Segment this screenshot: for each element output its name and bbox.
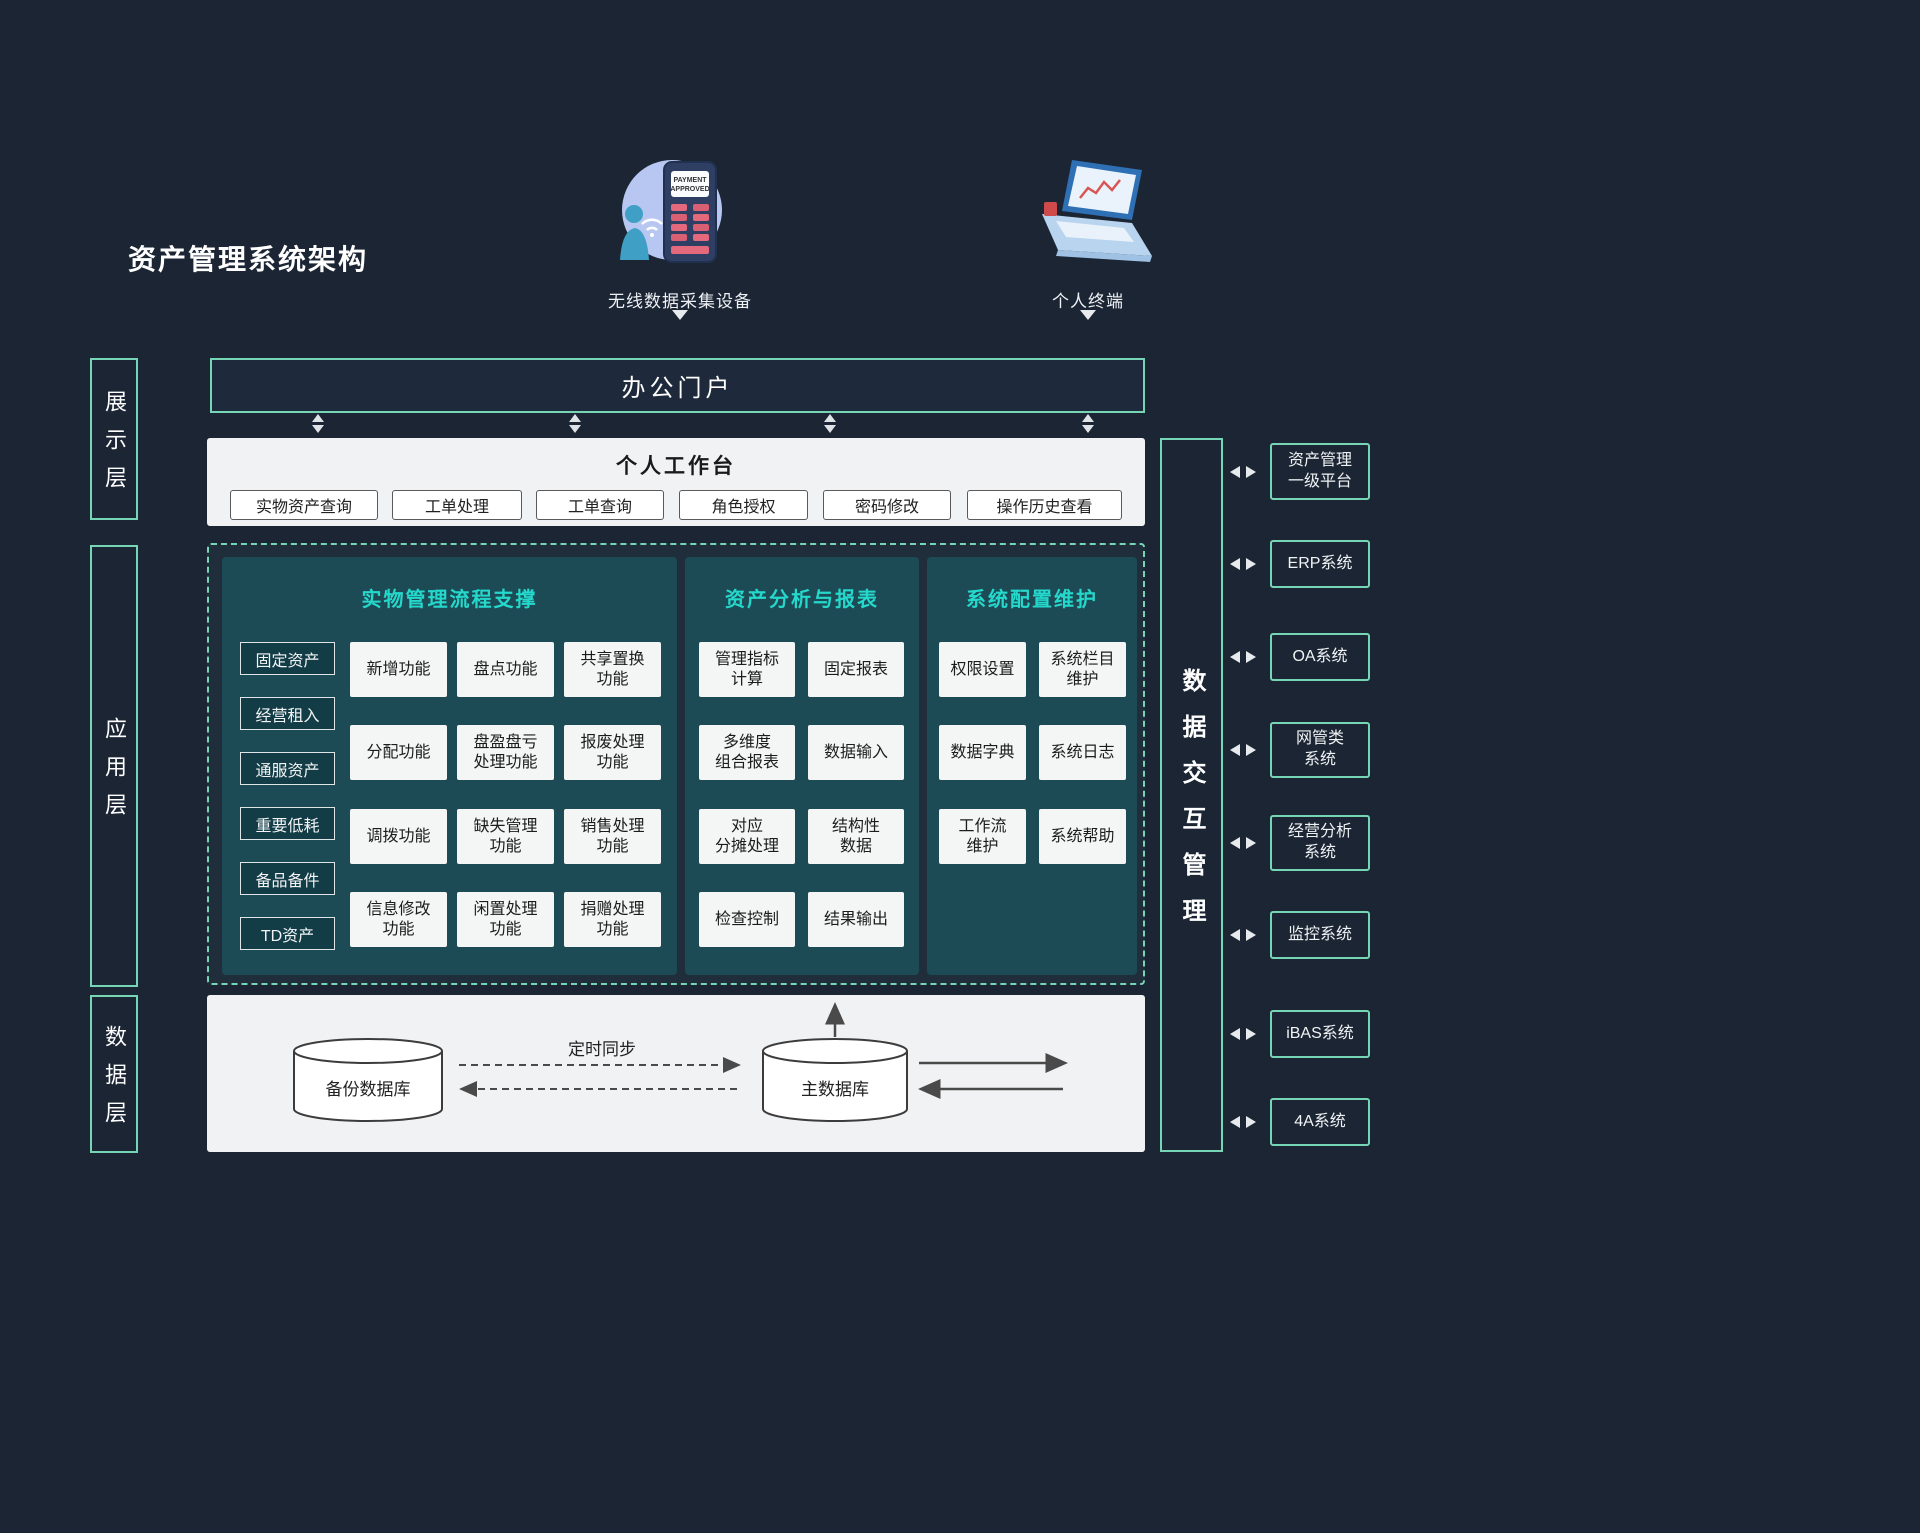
- function-box: 工作流 维护: [939, 809, 1026, 864]
- external-system-box: ERP系统: [1270, 540, 1370, 588]
- function-box: 盘盈盘亏 处理功能: [457, 725, 554, 780]
- workbench-item-asset-query: 实物资产查询: [230, 490, 378, 520]
- data-flow-diagram: [293, 1002, 1068, 1122]
- function-box: 分配功能: [350, 725, 447, 780]
- exchange-arrow-icon: [1230, 1028, 1256, 1040]
- exchange-arrow-icon: [1230, 466, 1256, 478]
- external-system-box: 资产管理 一级平台: [1270, 443, 1370, 500]
- function-box: 结果输出: [808, 892, 904, 947]
- chart-line: [1079, 179, 1121, 199]
- function-box: 盘点功能: [457, 642, 554, 697]
- function-box: 系统栏目 维护: [1039, 642, 1126, 697]
- panel-title: 资产分析与报表: [725, 589, 879, 611]
- down-arrow-icon: [672, 310, 688, 320]
- workbench-panel: 个人工作台 实物资产查询 工单处理 工单查询 角色授权 密码修改 操作历史查看: [207, 438, 1145, 526]
- office-portal-box: 办公门户: [210, 358, 1145, 413]
- function-box: 多维度 组合报表: [699, 725, 795, 780]
- main-db-label: 主数据库: [801, 1080, 869, 1099]
- external-system-box: 网管类 系统: [1270, 722, 1370, 778]
- layer-label-display: 展示层: [90, 358, 138, 520]
- function-box: 调拨功能: [350, 809, 447, 864]
- external-system-box: 监控系统: [1270, 911, 1370, 959]
- panel-process-support: 实物管理流程支撑 固定资产 经营租入 通服资产 重要低耗 备品备件 TD资产 新…: [222, 557, 677, 975]
- exchange-arrow-icon: [1230, 744, 1256, 756]
- function-box: 闲置处理 功能: [457, 892, 554, 947]
- pos-screen-text-2: APPROVED: [670, 186, 709, 193]
- page-title: 资产管理系统架构: [128, 244, 369, 275]
- panel-system-config: 系统配置维护 权限设置 系统栏目 维护 数据字典 系统日志 工作流 维护 系统帮…: [927, 557, 1137, 975]
- layer-label-data: 数据层: [90, 995, 138, 1153]
- workbench-item-history: 操作历史查看: [967, 490, 1122, 520]
- backup-db-cylinder: [293, 1051, 443, 1122]
- workbench-title: 个人工作台: [616, 455, 736, 478]
- function-box: 管理指标 计算: [699, 642, 795, 697]
- workbench-item-order-handle: 工单处理: [392, 490, 522, 520]
- payment-terminal-icon: PAYMENT APPROVED: [620, 160, 722, 263]
- data-exchange-panel: 数据交互管理: [1160, 438, 1223, 1152]
- category-chip: 重要低耗: [240, 807, 335, 840]
- function-box: 缺失管理 功能: [457, 809, 554, 864]
- function-box: 数据字典: [939, 725, 1026, 780]
- function-box: 权限设置: [939, 642, 1026, 697]
- data-exchange-label: 数据交互管理: [1178, 668, 1205, 944]
- data-layer-panel: 定时同步 备份数据库 主数据库: [207, 995, 1145, 1152]
- layer-label-application: 应用层: [90, 545, 138, 987]
- bidirectional-arrow-icon: [312, 414, 324, 433]
- backup-db-label: 备份数据库: [325, 1080, 411, 1099]
- pos-screen-text-1: PAYMENT: [673, 177, 707, 184]
- laptop-icon: [1042, 160, 1152, 262]
- function-box: 报废处理 功能: [564, 725, 661, 780]
- function-box: 信息修改 功能: [350, 892, 447, 947]
- pos-screen: [671, 171, 709, 197]
- function-box: 检查控制: [699, 892, 795, 947]
- workbench-item-password: 密码修改: [823, 490, 951, 520]
- office-portal-label: 办公门户: [621, 375, 734, 402]
- down-arrow-icon: [1080, 310, 1096, 320]
- external-system-box: 经营分析 系统: [1270, 815, 1370, 871]
- external-system-box: 4A系统: [1270, 1098, 1370, 1146]
- panel-title: 实物管理流程支撑: [361, 589, 538, 611]
- panel-title: 系统配置维护: [966, 589, 1098, 611]
- wireless-device-label: 无线数据采集设备: [608, 292, 752, 311]
- layer-label-text: 应用层: [102, 717, 127, 831]
- workbench-item-role-auth: 角色授权: [679, 490, 808, 520]
- bidirectional-arrow-icon: [569, 414, 581, 433]
- category-chip: 固定资产: [240, 642, 335, 675]
- function-box: 捐赠处理 功能: [564, 892, 661, 947]
- main-db-cylinder: [762, 1051, 908, 1122]
- bidirectional-arrow-icon: [824, 414, 836, 433]
- function-box: 结构性 数据: [808, 809, 904, 864]
- layer-label-text: 数据层: [102, 1025, 127, 1139]
- layer-label-text: 展示层: [102, 390, 127, 504]
- person-figure: [625, 205, 643, 223]
- exchange-arrow-icon: [1230, 558, 1256, 570]
- wifi-icon: [641, 218, 663, 225]
- function-box: 销售处理 功能: [564, 809, 661, 864]
- category-chip: 通服资产: [240, 752, 335, 785]
- function-box: 共享置换 功能: [564, 642, 661, 697]
- application-layer-container: 实物管理流程支撑 固定资产 经营租入 通服资产 重要低耗 备品备件 TD资产 新…: [207, 543, 1145, 985]
- category-chip: 经营租入: [240, 697, 335, 730]
- exchange-arrow-icon: [1230, 1116, 1256, 1128]
- personal-terminal-label: 个人终端: [1052, 292, 1124, 311]
- mug-icon: [1044, 202, 1057, 216]
- function-box: 固定报表: [808, 642, 904, 697]
- laptop-keyboard: [1056, 221, 1134, 242]
- function-box: 对应 分摊处理: [699, 809, 795, 864]
- category-chip: 备品备件: [240, 862, 335, 895]
- exchange-arrow-icon: [1230, 929, 1256, 941]
- workbench-item-order-query: 工单查询: [536, 490, 664, 520]
- panel-analysis-report: 资产分析与报表 管理指标 计算 固定报表 多维度 组合报表 数据输入 对应 分摊…: [685, 557, 919, 975]
- category-chip: TD资产: [240, 917, 335, 950]
- external-system-box: OA系统: [1270, 633, 1370, 681]
- bidirectional-arrow-icon: [1082, 414, 1094, 433]
- external-system-box: iBAS系统: [1270, 1010, 1370, 1058]
- sync-label: 定时同步: [568, 1040, 636, 1059]
- exchange-arrow-icon: [1230, 837, 1256, 849]
- function-box: 系统日志: [1039, 725, 1126, 780]
- function-box: 新增功能: [350, 642, 447, 697]
- function-box: 数据输入: [808, 725, 904, 780]
- exchange-arrow-icon: [1230, 651, 1256, 663]
- function-box: 系统帮助: [1039, 809, 1126, 864]
